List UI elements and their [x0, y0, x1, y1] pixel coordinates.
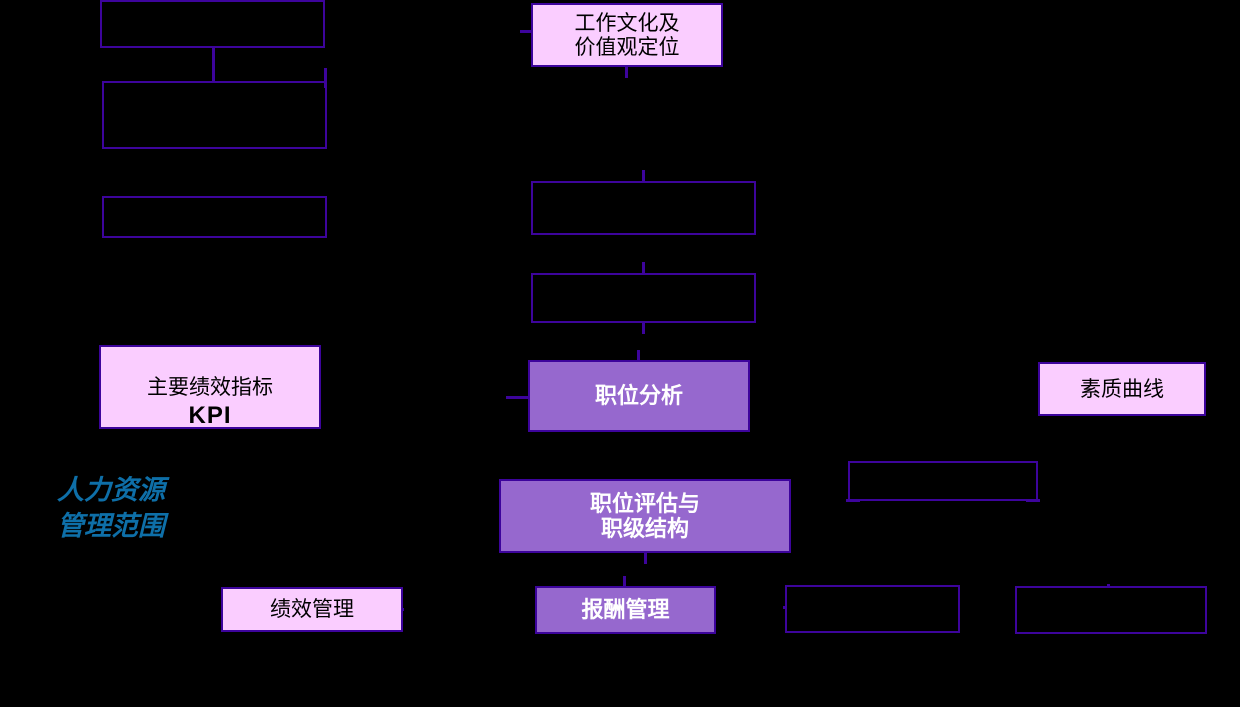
connector-bottom-empty2-top: [1107, 584, 1110, 587]
connector-mid1-top-stub: [642, 170, 645, 182]
connector-culture-left-stub: [520, 30, 531, 33]
box-competency-curve[interactable]: 素质曲线: [1038, 362, 1206, 416]
box-top-left-1[interactable]: [100, 0, 325, 48]
box-mid-empty-1[interactable]: [531, 181, 756, 235]
connector-mid2-top-stub: [642, 262, 645, 274]
box-performance-management[interactable]: 绩效管理: [221, 587, 403, 632]
box-top-left-3[interactable]: [102, 196, 327, 238]
connector-bottom-empty1-left: [783, 606, 786, 609]
box-top-left-2[interactable]: [102, 81, 327, 149]
connector-top-left-vertical: [212, 46, 215, 83]
box-right-empty-mid[interactable]: [848, 461, 1038, 501]
connector-compensation-top: [623, 576, 626, 587]
hr-scope-label: 人力资源 管理范围: [57, 475, 165, 542]
box-bottom-empty-2[interactable]: [1015, 586, 1207, 634]
kpi-overflow-label: KPI: [188, 402, 232, 429]
connector-culture-bottom-stub: [625, 66, 628, 78]
connector-mid2-bottom-stub: [642, 322, 645, 334]
box-key-performance-indicators[interactable]: 主要绩效指标: [99, 345, 321, 429]
box-job-analysis[interactable]: 职位分析: [528, 360, 750, 432]
connector-job-eval-bottom: [644, 552, 647, 564]
box-compensation-management-label: 报酬管理: [581, 597, 670, 623]
box-bottom-empty-1[interactable]: [785, 585, 960, 633]
connector-kpi-to-job-analysis: [506, 396, 530, 399]
connector-top-left-right-stub: [324, 68, 327, 88]
box-job-evaluation-grade-structure-label: 职位评估与 职级结构: [589, 490, 700, 541]
box-job-evaluation-grade-structure[interactable]: 职位评估与 职级结构: [499, 479, 791, 553]
box-work-culture-values-label: 工作文化及 价值观定位: [574, 10, 680, 59]
box-mid-empty-2[interactable]: [531, 273, 756, 323]
box-key-performance-indicators-label: 主要绩效指标: [147, 374, 273, 399]
box-job-analysis-label: 职位分析: [594, 383, 683, 409]
box-competency-curve-label: 素质曲线: [1080, 376, 1164, 401]
box-performance-management-label: 绩效管理: [270, 597, 354, 622]
connector-job-analysis-top: [637, 350, 640, 361]
box-work-culture-values[interactable]: 工作文化及 价值观定位: [531, 3, 723, 67]
box-compensation-management[interactable]: 报酬管理: [535, 586, 716, 634]
